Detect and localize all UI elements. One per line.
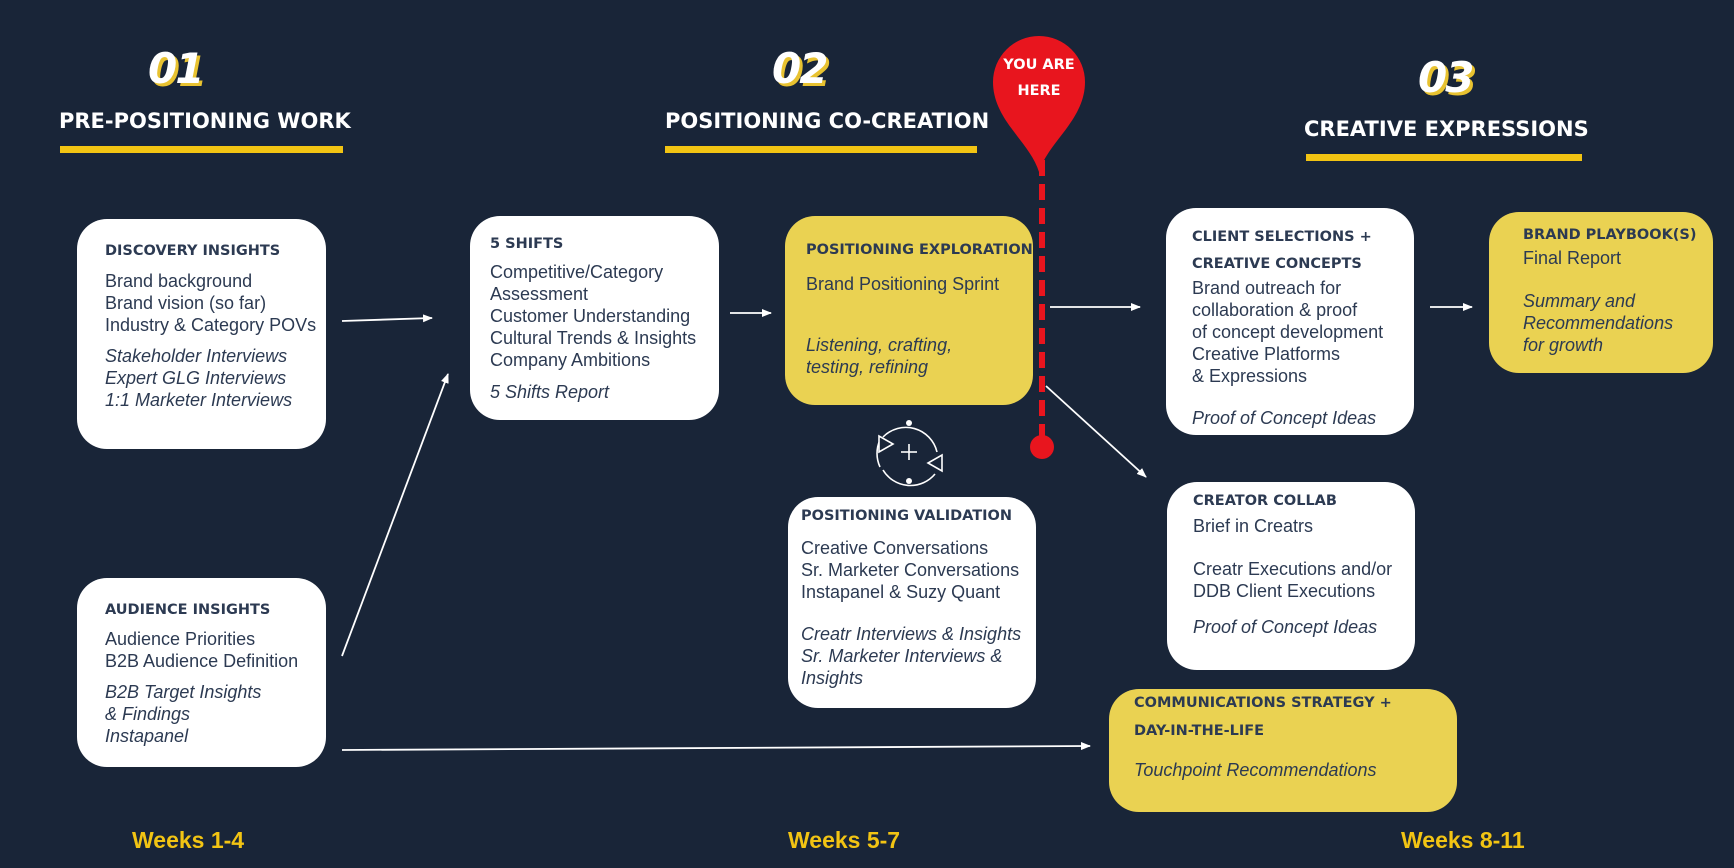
- discovery-line: Brand vision (so far): [105, 293, 267, 313]
- you-are-here-label: YOU ARE HERE: [989, 52, 1089, 104]
- positioning-exploration-card: POSITIONING EXPLORATION Brand Positionin…: [785, 216, 1033, 405]
- playbook-title: BRAND PLAYBOOK(S): [1523, 227, 1697, 243]
- you-are-here-dot: [1030, 435, 1054, 459]
- discovery-line: Industry & Category POVs: [105, 315, 317, 335]
- weeks-phase-2: Weeks 5-7: [788, 827, 901, 853]
- creator-line: Creatr Executions and/or: [1193, 559, 1393, 579]
- you-are-here-line-1: YOU ARE: [1003, 57, 1075, 73]
- you-are-here-pin: [993, 36, 1085, 172]
- client-italic-line: Proof of Concept Ideas: [1192, 408, 1377, 428]
- playbook-italic-line: Summary and: [1523, 291, 1636, 311]
- phase-1-number: 01: [148, 44, 204, 93]
- client-title-1: CLIENT SELECTIONS +: [1192, 229, 1372, 245]
- client-line: Brand outreach for: [1192, 278, 1342, 298]
- brand-playbook-card: BRAND PLAYBOOK(S) Final Report Summary a…: [1489, 212, 1713, 373]
- validation-line: Instapanel & Suzy Quant: [801, 582, 1001, 602]
- discovery-italic-line: Expert GLG Interviews: [105, 368, 287, 388]
- cycle-icon: [876, 420, 943, 487]
- audience-line: Audience Priorities: [105, 629, 256, 649]
- discovery-insights-card: DISCOVERY INSIGHTS Brand background Bran…: [77, 219, 326, 449]
- arrow-audience-to-shifts: [341, 373, 449, 657]
- client-line: collaboration & proof: [1192, 300, 1358, 320]
- audience-insights-card: AUDIENCE INSIGHTS Audience Priorities B2…: [77, 578, 326, 767]
- audience-title: AUDIENCE INSIGHTS: [105, 602, 271, 618]
- exploration-italic-line: Listening, crafting,: [806, 335, 953, 355]
- creator-collab-card: CREATOR COLLAB Brief in Creatrs Creatr E…: [1167, 482, 1415, 670]
- discovery-title: DISCOVERY INSIGHTS: [105, 243, 281, 259]
- discovery-italic-line: Stakeholder Interviews: [105, 346, 288, 366]
- communications-strategy-card: COMMUNICATIONS STRATEGY + DAY-IN-THE-LIF…: [1109, 689, 1457, 812]
- phase-2-number: 02: [772, 44, 828, 93]
- shifts-line: Cultural Trends & Insights: [490, 328, 697, 348]
- weeks-phase-3: Weeks 8-11: [1401, 827, 1525, 853]
- creator-italic-line: Proof of Concept Ideas: [1193, 617, 1378, 637]
- discovery-italic-line: 1:1 Marketer Interviews: [105, 390, 293, 410]
- phase-1-title: PRE-POSITIONING WORK: [59, 109, 351, 133]
- arrow-discovery-to-shifts: [341, 314, 433, 323]
- playbook-line: Final Report: [1523, 248, 1622, 268]
- audience-italic-line: B2B Target Insights: [105, 682, 262, 702]
- audience-italic-line: Instapanel: [105, 726, 189, 746]
- validation-title: POSITIONING VALIDATION: [801, 508, 1012, 524]
- playbook-italic-line: for growth: [1523, 335, 1604, 355]
- shifts-italic-line: 5 Shifts Report: [490, 382, 610, 402]
- exploration-italic-line: testing, refining: [806, 357, 929, 377]
- arrow-exploration-to-creator: [1045, 385, 1147, 478]
- validation-line: Sr. Marketer Conversations: [801, 560, 1020, 580]
- creator-title: CREATOR COLLAB: [1193, 493, 1337, 509]
- phase-3-underline: [1306, 154, 1582, 161]
- audience-italic-line: & Findings: [105, 704, 191, 724]
- client-line: of concept development: [1192, 322, 1384, 342]
- shifts-line: Company Ambitions: [490, 350, 651, 370]
- weeks-phase-1: Weeks 1-4: [132, 827, 245, 853]
- you-are-here-line-2: HERE: [1017, 83, 1061, 99]
- shifts-line: Assessment: [490, 284, 589, 304]
- arrow-audience-to-comms: [341, 742, 1091, 751]
- shifts-title: 5 SHIFTS: [490, 236, 564, 252]
- phase-2-underline: [665, 146, 977, 153]
- client-line: Creative Platforms: [1192, 344, 1341, 364]
- comms-title-2: DAY-IN-THE-LIFE: [1134, 723, 1265, 739]
- client-selections-card: CLIENT SELECTIONS + CREATIVE CONCEPTS Br…: [1166, 208, 1414, 435]
- validation-italic-line: Insights: [801, 668, 864, 688]
- validation-italic-line: Sr. Marketer Interviews &: [801, 646, 1003, 666]
- phase-1-underline: [60, 146, 343, 153]
- client-title-2: CREATIVE CONCEPTS: [1192, 256, 1362, 272]
- creator-line: DDB Client Executions: [1193, 581, 1376, 601]
- playbook-italic-line: Recommendations: [1523, 313, 1674, 333]
- phase-2-title: POSITIONING CO-CREATION: [665, 109, 990, 133]
- client-line: & Expressions: [1192, 366, 1308, 386]
- validation-italic-line: Creatr Interviews & Insights: [801, 624, 1022, 644]
- exploration-title: POSITIONING EXPLORATION: [806, 242, 1033, 258]
- phase-3-number: 03: [1418, 53, 1474, 102]
- audience-line: B2B Audience Definition: [105, 651, 299, 671]
- five-shifts-card: 5 SHIFTS Competitive/Category Assessment…: [470, 216, 719, 420]
- shifts-line: Customer Understanding: [490, 306, 691, 326]
- shifts-line: Competitive/Category: [490, 262, 664, 282]
- comms-italic-line: Touchpoint Recommendations: [1134, 760, 1377, 780]
- discovery-line: Brand background: [105, 271, 253, 291]
- comms-title-1: COMMUNICATIONS STRATEGY +: [1134, 695, 1392, 711]
- creator-line: Brief in Creatrs: [1193, 516, 1314, 536]
- phase-3-title: CREATIVE EXPRESSIONS: [1304, 117, 1589, 141]
- validation-line: Creative Conversations: [801, 538, 989, 558]
- positioning-validation-card: POSITIONING VALIDATION Creative Conversa…: [788, 497, 1036, 708]
- exploration-line: Brand Positioning Sprint: [806, 274, 1000, 294]
